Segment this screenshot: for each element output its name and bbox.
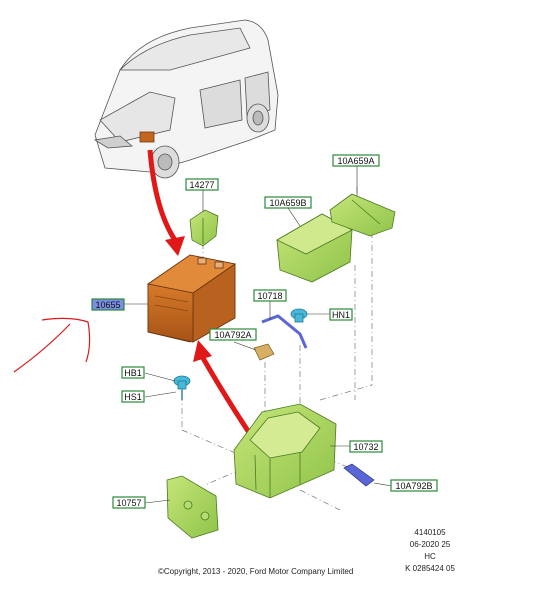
callout-text: 10A792A	[214, 330, 251, 340]
callout-10718: 10718	[253, 289, 287, 302]
bolt-hb1	[173, 375, 191, 400]
callout-10a659a: 10A659A	[332, 154, 380, 167]
callout-10a792b: 10A792B	[390, 479, 438, 492]
battery	[146, 254, 237, 343]
vehicle-illustration	[93, 19, 279, 179]
callout-hb1: HB1	[121, 366, 145, 379]
callout-text: 14277	[189, 180, 214, 190]
code-line: 06-2020 25	[409, 540, 451, 549]
copyright-notice: ©Copyright, 2013 - 2020, Ford Motor Comp…	[158, 567, 354, 576]
callout-hs1: HS1	[121, 390, 145, 403]
bracket-10757	[166, 475, 219, 539]
callout-text: 10757	[116, 498, 141, 508]
callout-10a792a: 10A792A	[209, 328, 257, 341]
clip-10a792b	[343, 463, 375, 487]
callout-text: HS1	[124, 392, 142, 402]
bracket-14277	[189, 209, 219, 247]
callout-text: 10A659A	[337, 156, 374, 166]
code-line: 4140105	[414, 528, 446, 537]
callout-text: HB1	[124, 368, 142, 378]
battery-cover-10a659a	[329, 193, 396, 237]
callout-10a659b: 10A659B	[264, 196, 312, 209]
callout-10757: 10757	[112, 496, 146, 509]
callout-text: 10A792B	[395, 481, 432, 491]
handwritten-mark	[13, 317, 91, 373]
callout-hn1: HN1	[329, 308, 353, 321]
callout-10655: 10655	[91, 298, 125, 311]
callout-text: 10718	[257, 291, 282, 301]
nut-hn1	[290, 308, 308, 323]
callout-text: 10655	[95, 300, 120, 310]
battery-cover-10a659b	[276, 213, 353, 283]
callout-text: 10A659B	[269, 198, 306, 208]
code-line: HC	[424, 552, 436, 561]
callout-text: 10732	[353, 442, 378, 452]
code-line: K 0285424 05	[405, 564, 455, 573]
callout-10732: 10732	[349, 440, 383, 453]
battery-tray-10732	[233, 403, 337, 499]
leader-lines	[124, 166, 393, 504]
clip-10a792a	[253, 343, 275, 361]
illustration-code: 4140105 06-2020 25 HC K 0285424 05	[390, 527, 470, 575]
callout-14277: 14277	[185, 178, 219, 191]
callout-text: HN1	[332, 310, 350, 320]
